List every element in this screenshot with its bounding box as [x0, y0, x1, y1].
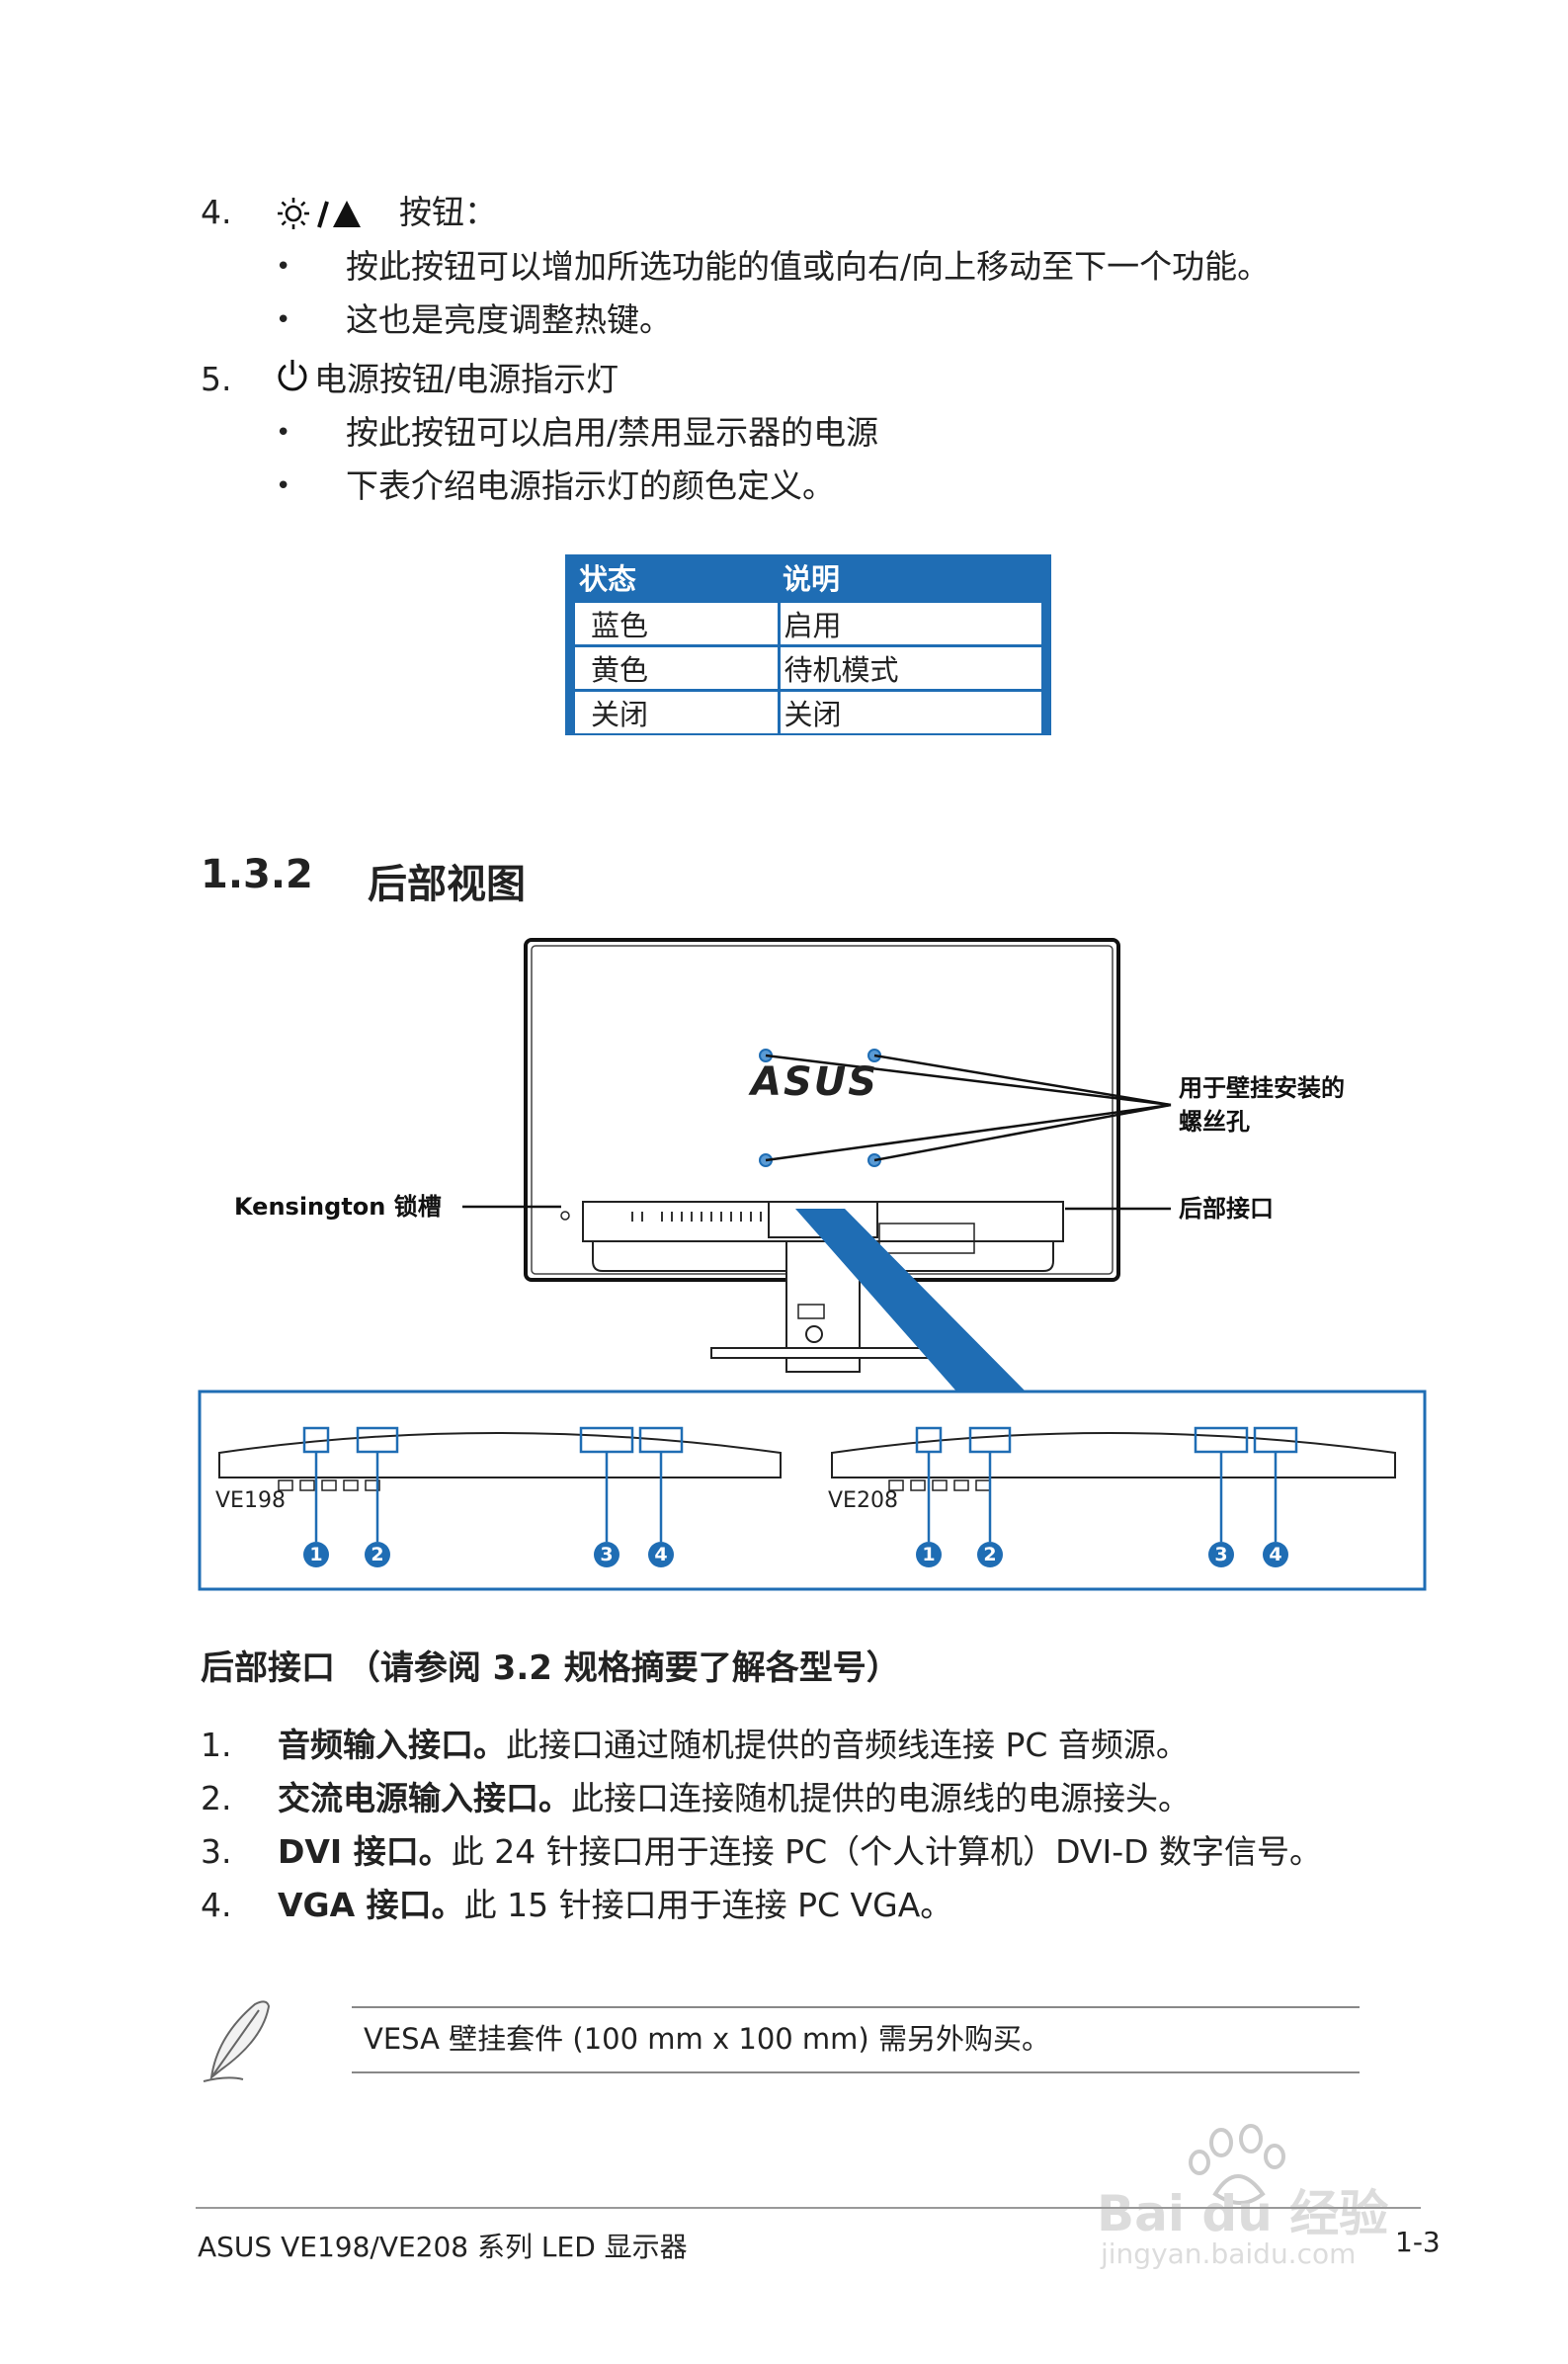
model-label-ve208: VE208 — [828, 1488, 898, 1513]
table-header-status: 状态 — [579, 562, 637, 596]
port-2-desc: 此接口连接随机提供的电源线的电源接头。 — [571, 1779, 1191, 1817]
item-5-bullet-2: 下表介绍电源指示灯的颜色定义。 — [346, 466, 835, 505]
note-rule-top — [352, 2006, 1360, 2008]
port-2-line: 交流电源输入接口。此接口连接随机提供的电源线的电源接头。 — [278, 1779, 1191, 1818]
footer-title: ASUS VE198/VE208 系列 LED 显示器 — [198, 2231, 688, 2263]
port-number-badge: 3 — [1208, 1542, 1234, 1567]
callout-kensington: Kensington 锁槽 — [234, 1193, 442, 1221]
item-4-number: 4. — [201, 193, 232, 231]
callout-rear-ports: 后部接口 — [1179, 1195, 1274, 1223]
port-3-name: DVI 接口。 — [278, 1832, 452, 1871]
table-cell: 待机模式 — [777, 644, 1041, 691]
port-number-badge: 4 — [1263, 1542, 1288, 1567]
port-1-name: 音频输入接口。 — [278, 1726, 506, 1764]
port-1-desc: 此接口通过随机提供的音频线连接 PC 音频源。 — [506, 1726, 1189, 1764]
model-label-ve198: VE198 — [215, 1488, 286, 1513]
port-number-badge: 4 — [648, 1542, 674, 1567]
section-title: 后部视图 — [368, 862, 526, 907]
table-row: 蓝色 启用 — [575, 600, 1041, 646]
table-cell: 启用 — [777, 600, 1041, 646]
port-4-line: VGA 接口。此 15 针接口用于连接 PC VGA。 — [278, 1886, 952, 1925]
item-5-label: 电源按钮/电源指示灯 — [314, 360, 619, 398]
monitor-rear-illustration — [198, 938, 1427, 1591]
power-icon — [276, 358, 309, 399]
port-number-badge: 1 — [916, 1542, 942, 1567]
table-cell: 蓝色 — [575, 600, 779, 646]
note-feather-icon — [198, 1996, 277, 2089]
bullet-dot: • — [276, 471, 291, 501]
port-2-number: 2. — [201, 1779, 232, 1817]
port-number-badge: 3 — [594, 1542, 619, 1567]
bullet-dot: • — [276, 305, 291, 335]
port-number-badge: 1 — [303, 1542, 329, 1567]
port-number-badge: 2 — [365, 1542, 390, 1567]
table-cell: 黄色 — [575, 644, 779, 691]
port-4-desc: 此 15 针接口用于连接 PC VGA。 — [463, 1886, 953, 1924]
item-5-bullet-1: 按此按钮可以启用/禁用显示器的电源 — [346, 413, 879, 452]
baidu-watermark: Bai du 经验 jingyan.baidu.com — [1097, 2123, 1472, 2271]
table-row: 关闭 关闭 — [575, 689, 1041, 733]
watermark-logo: Bai du 经验 — [1097, 2185, 1389, 2242]
page-number: 1-3 — [1395, 2226, 1441, 2258]
monitor-rear-diagram: ASUS 用于壁挂安装的 螺丝孔 Kensington 锁槽 后部接口 VE19… — [198, 929, 1452, 1601]
section-number: 1.3.2 — [201, 852, 313, 897]
paw-logo-icon — [1189, 2124, 1285, 2205]
item-4-label: 按钮： — [399, 193, 497, 231]
bullet-dot: • — [276, 252, 291, 282]
port-4-name: VGA 接口。 — [278, 1886, 464, 1924]
port-3-line: DVI 接口。此 24 针接口用于连接 PC（个人计算机）DVI-D 数字信号。 — [278, 1832, 1322, 1872]
callout-screw-holes-line1: 用于壁挂安装的 — [1179, 1074, 1345, 1102]
port-number-badge: 2 — [977, 1542, 1003, 1567]
ports-heading: 后部接口 （请参阅 3.2 规格摘要了解各型号） — [201, 1648, 900, 1688]
item-4-bullet-1: 按此按钮可以增加所选功能的值或向右/向上移动至下一个功能。 — [346, 247, 1271, 286]
callout-screw-holes-line2: 螺丝孔 — [1179, 1108, 1250, 1136]
table-row: 黄色 待机模式 — [575, 644, 1041, 691]
watermark-url: jingyan.baidu.com — [1101, 2237, 1357, 2270]
note-text: VESA 壁挂套件 (100 mm x 100 mm) 需另外购买。 — [364, 2022, 1050, 2056]
table-cell: 关闭 — [575, 689, 779, 733]
item-4-bullet-2: 这也是亮度调整热键。 — [346, 300, 672, 339]
item-5-number: 5. — [201, 360, 232, 398]
port-2-name: 交流电源输入接口。 — [278, 1779, 571, 1817]
note-rule-bottom — [352, 2071, 1360, 2073]
table-header-description: 说明 — [783, 562, 841, 596]
table-cell: 关闭 — [777, 689, 1041, 733]
port-3-desc: 此 24 针接口用于连接 PC（个人计算机）DVI-D 数字信号。 — [451, 1832, 1323, 1871]
brightness-up-icon — [276, 196, 365, 235]
port-3-number: 3. — [201, 1832, 232, 1871]
footer-rule — [196, 2207, 1421, 2209]
port-4-number: 4. — [201, 1886, 232, 1924]
bullet-dot: • — [276, 418, 291, 448]
asus-logo: ASUS — [751, 1059, 879, 1105]
port-1-line: 音频输入接口。此接口通过随机提供的音频线连接 PC 音频源。 — [278, 1726, 1189, 1765]
power-indicator-table: 状态 说明 蓝色 启用 黄色 待机模式 关闭 关闭 — [565, 554, 1051, 735]
port-1-number: 1. — [201, 1726, 232, 1764]
